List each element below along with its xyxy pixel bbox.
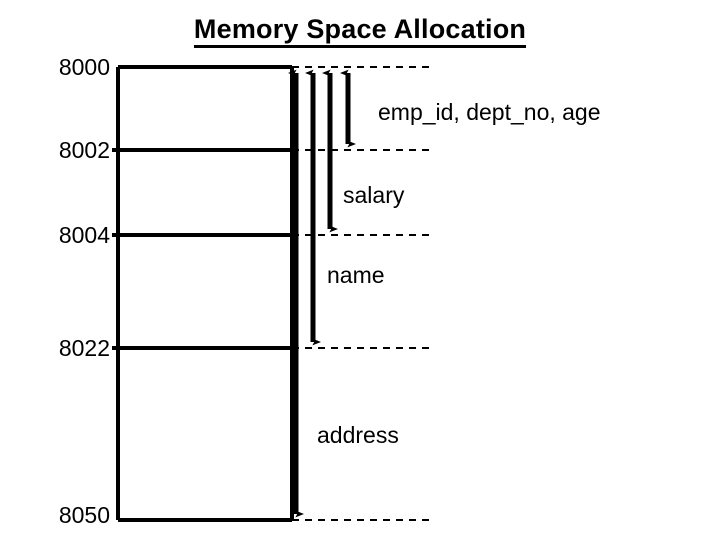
field-label-name: name (327, 262, 385, 288)
extent-arrows (296, 73, 348, 514)
address-label-8002: 8002 (58, 137, 110, 163)
address-label-8004: 8004 (58, 222, 110, 248)
field-label-emp-id-dept-no-age: emp_id, dept_no, age (378, 99, 601, 125)
field-label-salary: salary (343, 182, 405, 208)
address-label-8050: 8050 (58, 502, 110, 528)
address-label-8000: 8000 (58, 54, 110, 80)
dashed-guide-lines (292, 66, 432, 521)
page-title: Memory Space Allocation (0, 14, 720, 48)
memory-box-outline (116, 65, 294, 522)
address-label-8022: 8022 (58, 335, 110, 361)
memory-box-dividers (112, 148, 292, 350)
field-label-address: address (317, 422, 399, 448)
page-title-text: Memory Space Allocation (193, 14, 527, 48)
